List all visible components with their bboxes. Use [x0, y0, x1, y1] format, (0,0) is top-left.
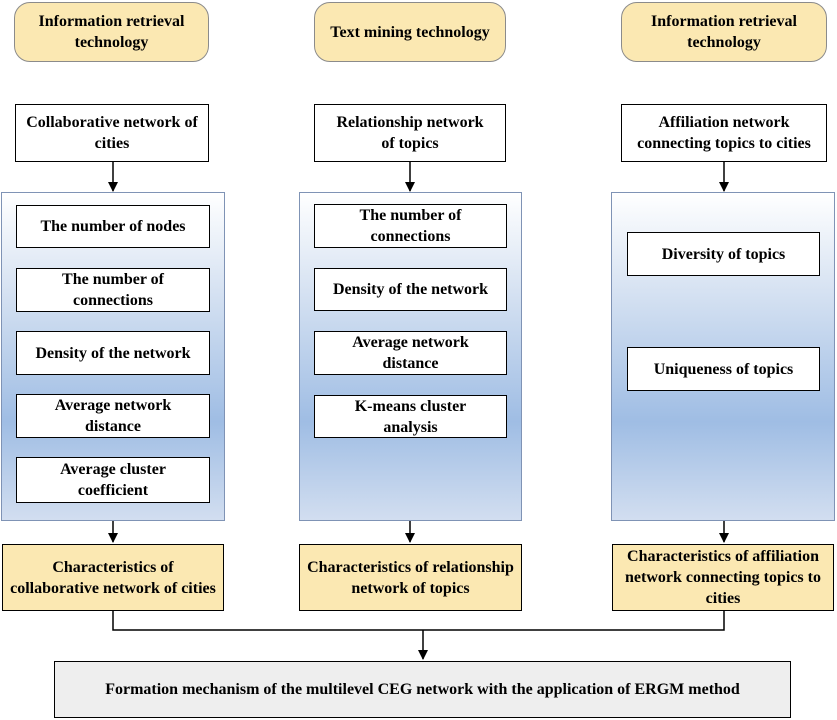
metric-box-1-2: The number of connections — [16, 268, 210, 312]
network-box-1: Collaborative network of cities — [15, 104, 209, 162]
metric-box-1-3: Density of the network — [16, 331, 210, 375]
merge-line — [112, 611, 725, 631]
network-box-2: Relationship network of topics — [314, 104, 506, 162]
outcome-box: Formation mechanism of the multilevel CE… — [54, 661, 791, 718]
metric-box-2-4: K-means cluster analysis — [314, 395, 507, 438]
metric-box-2-3: Average network distance — [314, 331, 507, 375]
technique-box-2: Text mining technology — [314, 2, 506, 62]
characteristics-box-1: Characteristics of collaborative network… — [2, 544, 224, 611]
characteristics-box-2: Characteristics of relationship network … — [299, 544, 522, 611]
metric-box-3-1: Diversity of topics — [627, 232, 820, 276]
metric-box-1-1: The number of nodes — [16, 205, 210, 248]
characteristics-box-3: Characteristics of affiliation network c… — [612, 544, 834, 611]
metric-box-2-1: The number of connections — [314, 204, 507, 248]
technique-box-3: Information retrieval technology — [621, 2, 827, 62]
network-box-3: Affiliation network connecting topics to… — [621, 104, 827, 162]
technique-box-1: Information retrieval technology — [14, 2, 209, 62]
metric-box-3-2: Uniqueness of topics — [627, 347, 820, 391]
metric-box-2-2: Density of the network — [314, 268, 507, 311]
metric-box-1-4: Average network distance — [16, 394, 210, 438]
metric-box-1-5: Average cluster coefficient — [16, 457, 210, 503]
